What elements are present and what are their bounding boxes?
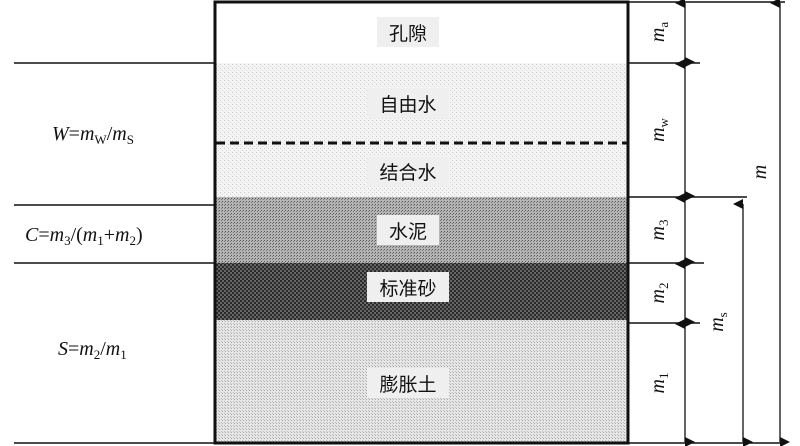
label-m: m [749, 165, 771, 179]
layer-label-free-water: 自由水 [379, 94, 436, 116]
layer-label-pores: 孔隙 [389, 23, 427, 45]
layer-label-sand: 标准砂 [379, 278, 436, 300]
label-m2: m2 [647, 283, 671, 304]
layer-label-cement: 水泥 [389, 221, 427, 243]
layer-label-bentonite: 膨胀土 [379, 374, 436, 396]
label-ma: ma [647, 22, 671, 42]
left-dividers [14, 62, 785, 444]
formula-cement-ratio: C=m3/(m1+m2) [25, 224, 143, 248]
dimension-arrows [675, 0, 790, 446]
right-ticks [628, 1, 785, 324]
layer-labels: 孔隙 自由水 结合水 水泥 标准砂 膨胀土 [367, 17, 449, 398]
label-m3: m3 [647, 220, 671, 241]
label-m1: m1 [647, 373, 671, 394]
formula-water-content: W=mW/mS [52, 123, 134, 147]
formula-sand-ratio: S=m2/m1 [58, 338, 127, 362]
layer-label-bound-water: 结合水 [379, 162, 436, 184]
dimension-labels: ma mw m3 m2 m1 ms m [647, 22, 771, 394]
label-ms: ms [706, 312, 730, 332]
label-mw: mw [647, 117, 671, 141]
